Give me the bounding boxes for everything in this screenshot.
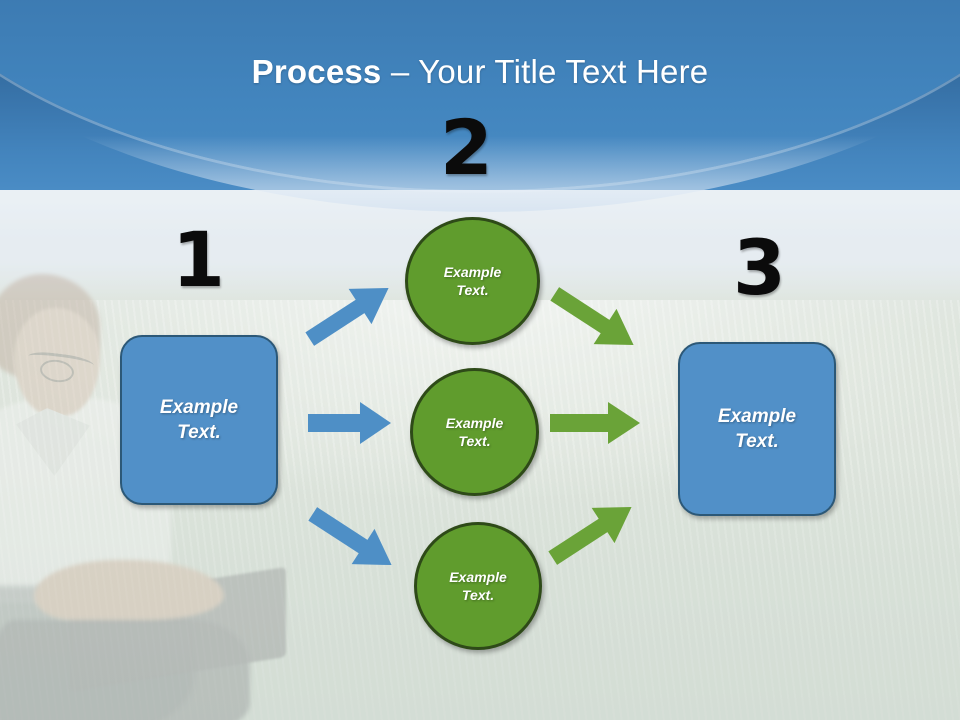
step-number-1: 1: [172, 215, 225, 304]
title-bold-part: Process: [251, 53, 391, 90]
step-number-3: 3: [733, 223, 786, 312]
green-arrow-up-right-icon: [543, 497, 643, 567]
blue-arrow-up-right-icon: [300, 278, 400, 348]
page-title: Process – Your Title Text Here: [0, 52, 960, 92]
blue-arrow-down-right-icon: [303, 505, 403, 575]
green-arrow-right-icon: [550, 400, 642, 446]
step-number-2: 2: [440, 103, 493, 192]
blue-arrow-right-icon: [308, 400, 392, 446]
green-arrow-down-right-icon: [545, 285, 645, 355]
title-regular-part: – Your Title Text Here: [390, 53, 709, 90]
